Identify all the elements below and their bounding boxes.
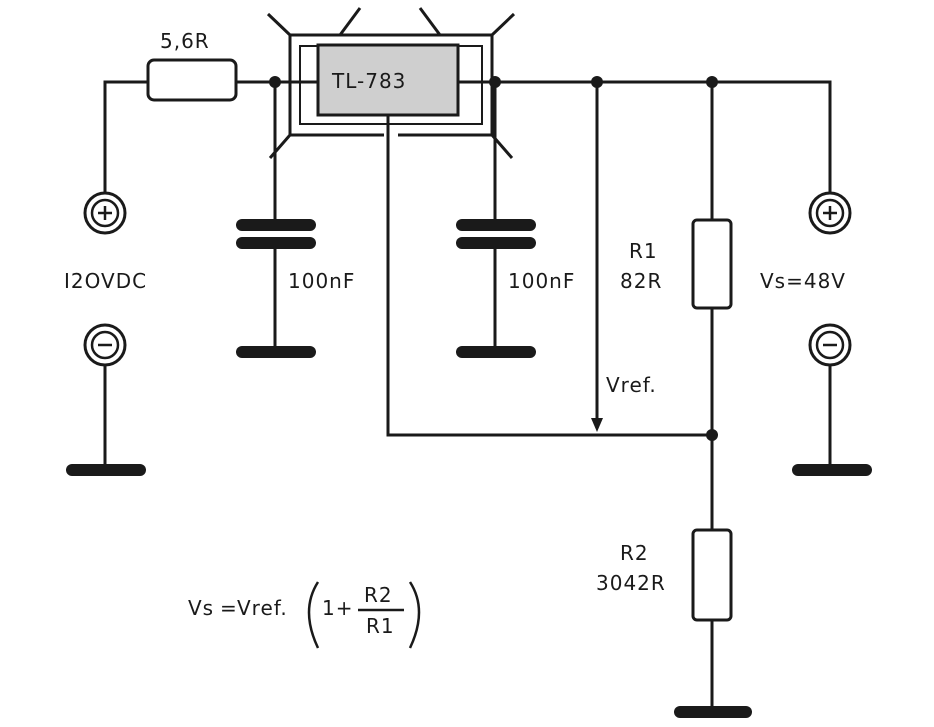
capacitor-2 [456, 80, 536, 358]
output-minus-terminal [808, 323, 852, 367]
input-voltage-label: I2OVDC [64, 269, 147, 293]
formula-equals: = [220, 596, 238, 620]
formula-denominator: R1 [366, 614, 395, 638]
regulator-label: TL-783 [331, 69, 406, 93]
capacitor-1 [236, 80, 316, 358]
capacitor-1-label: 100nF [288, 269, 355, 293]
output-voltage-label: Vs=48V [760, 269, 846, 293]
regulator-ic: TL-783 [266, 7, 516, 437]
vref-arrow [591, 80, 603, 432]
input-plus-terminal [83, 191, 127, 235]
resistor-r2 [691, 528, 733, 622]
capacitor-2-label: 100nF [508, 269, 575, 293]
resistor-r1 [691, 218, 733, 310]
r2-name-label: R2 [620, 541, 649, 565]
input-resistor [146, 58, 238, 102]
r2-value-label: 3042R [596, 571, 666, 595]
output-plus-terminal [808, 191, 852, 235]
output-formula: Vs = Vref. 1+ R2 R1 [188, 581, 421, 649]
input-resistor-label: 5,6R [160, 29, 210, 53]
formula-vref: Vref. [237, 596, 288, 620]
formula-numerator: R2 [364, 583, 393, 607]
regulator-body [316, 43, 460, 117]
r1-name-label: R1 [629, 239, 658, 263]
top-rail-wires [103, 80, 832, 197]
vref-label: Vref. [606, 373, 657, 397]
input-minus-terminal [83, 323, 127, 367]
formula-one-plus: 1+ [322, 596, 353, 620]
r1-value-label: 82R [620, 269, 662, 293]
formula-lhs: Vs [188, 596, 214, 620]
